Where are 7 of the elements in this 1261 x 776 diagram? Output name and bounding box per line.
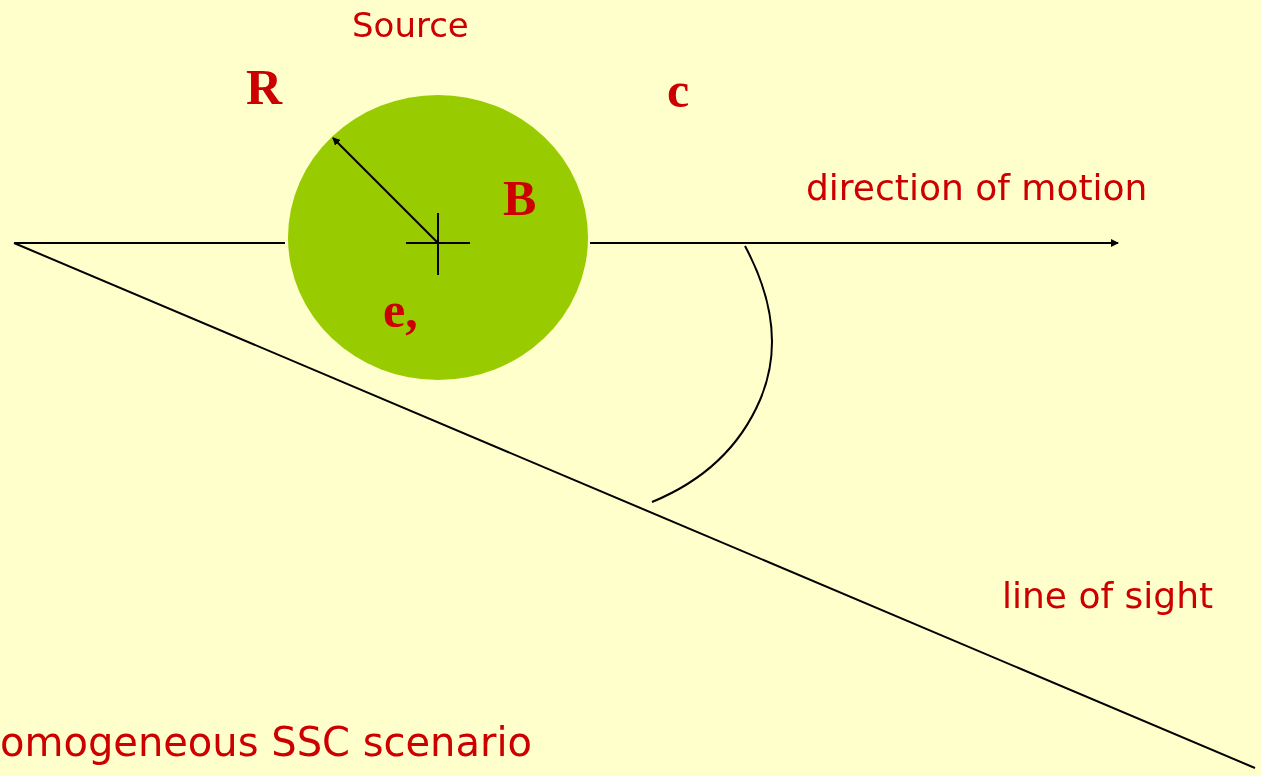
speed-symbol: c xyxy=(667,65,690,115)
radius-symbol: R xyxy=(246,62,283,112)
symbol-label: e, xyxy=(383,285,418,335)
symbol-label: B xyxy=(503,173,537,223)
source-caption: Source xyxy=(352,8,469,42)
motion-label: direction of motion xyxy=(806,170,1148,206)
sight-label: line of sight xyxy=(1002,578,1214,614)
